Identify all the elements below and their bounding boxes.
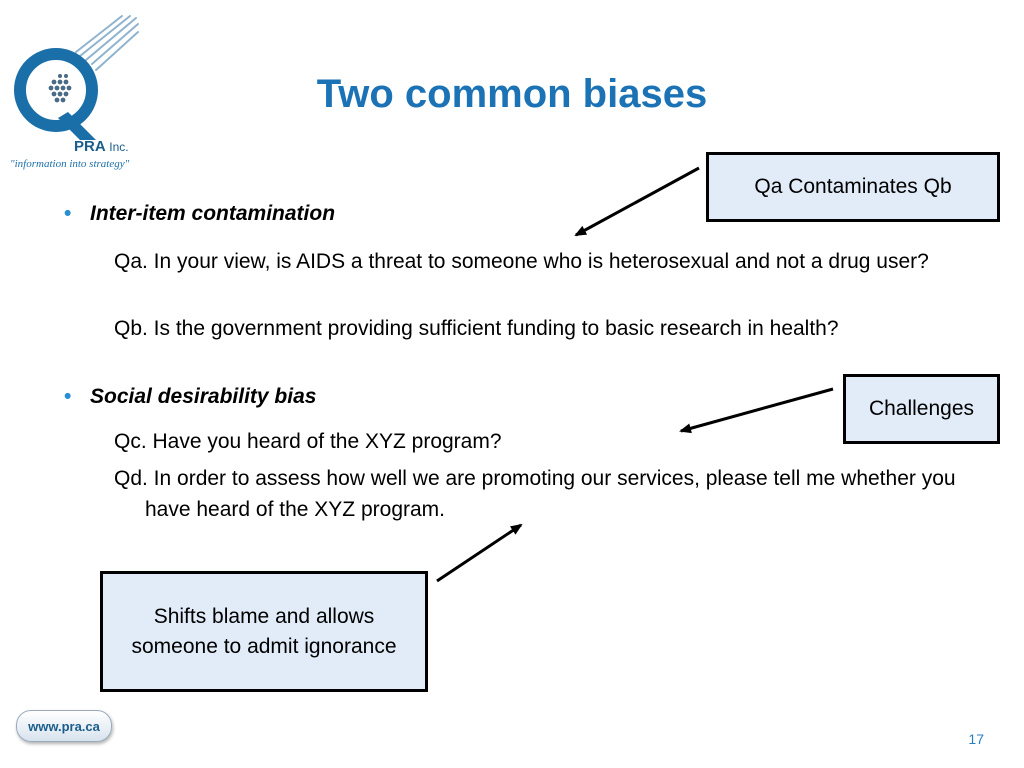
bullet-dot-icon: •: [64, 385, 72, 408]
pra-logo: PRA Inc. "information into strategy": [8, 12, 178, 172]
callout-shifts-blame: Shifts blame and allows someone to admit…: [100, 571, 428, 692]
page-number: 17: [968, 731, 984, 747]
question-qd: Qd. In order to assess how well we are p…: [114, 467, 956, 521]
question-qa: Qa. In your view, is AIDS a threat to so…: [114, 250, 929, 273]
website-link[interactable]: www.pra.ca: [16, 710, 112, 742]
slide-title: Two common biases: [316, 72, 708, 116]
arrow-challenges: [679, 387, 834, 434]
question-qb: Qb. Is the government providing sufficie…: [114, 317, 839, 340]
arrow-shifts-blame: [436, 523, 523, 583]
bullet-social-desirability: • Social desirability bias: [64, 385, 316, 409]
bullet-dot-icon: •: [64, 202, 72, 225]
arrow-contaminates: [574, 166, 700, 237]
callout-contaminates: Qa Contaminates Qb: [706, 152, 1000, 222]
bullet-label: Social desirability bias: [90, 385, 317, 408]
bullet-inter-item: • Inter-item contamination: [64, 202, 335, 226]
callout-challenges: Challenges: [843, 374, 1000, 444]
logo-company-suffix: Inc.: [109, 140, 129, 154]
logo-tagline: "information into strategy": [10, 158, 130, 170]
logo-company: PRA Inc.: [74, 138, 129, 155]
logo-company-name: PRA: [74, 138, 106, 155]
question-qc: Qc. Have you heard of the XYZ program?: [114, 430, 502, 453]
bullet-label: Inter-item contamination: [90, 202, 336, 225]
pra-logo-graphic: [14, 15, 139, 140]
